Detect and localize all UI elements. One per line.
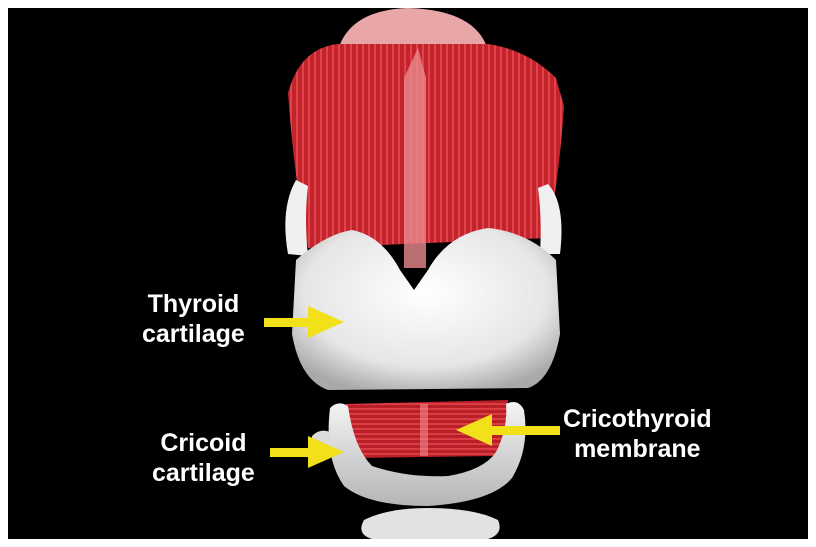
cricothyroid-membrane-label: Cricothyroid membrane (563, 404, 712, 464)
cricothyroid-label-line2: membrane (563, 434, 712, 464)
thyroid-cartilage-label: Thyroid cartilage (142, 289, 245, 349)
superior-horn-right (538, 184, 562, 254)
cricoid-label-line1: Cricoid (152, 428, 255, 458)
cricoid-cartilage-label: Cricoid cartilage (152, 428, 255, 488)
thyroid-label-line2: cartilage (142, 319, 245, 349)
epiglottis-shape (338, 8, 488, 50)
larynx-diagram: Thyroid cartilage Cricoid cartilage Cric… (8, 8, 808, 539)
trachea-ring (361, 508, 499, 539)
thyroid-label-line1: Thyroid (142, 289, 245, 319)
cricothyroid-label-line1: Cricothyroid (563, 404, 712, 434)
cricoid-label-line2: cartilage (152, 458, 255, 488)
superior-horn-left (285, 180, 308, 256)
